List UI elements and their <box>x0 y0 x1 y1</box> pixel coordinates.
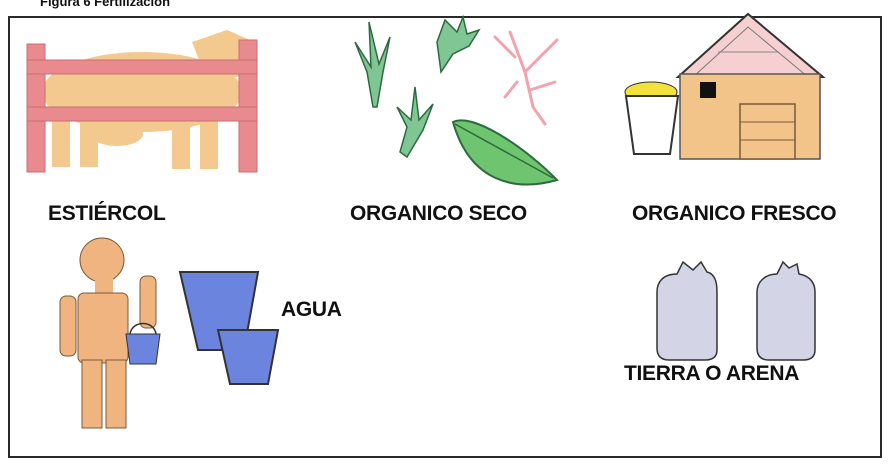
label-fresh-organic: ORGANICO FRESCO <box>632 202 837 225</box>
label-dry-organic: ORGANICO SECO <box>350 202 527 225</box>
figure-title: Figura 6 Fertilización <box>40 0 171 9</box>
label-manure: ESTIÉRCOL <box>48 202 166 225</box>
figure-frame <box>8 16 882 458</box>
cow-icon <box>26 30 258 173</box>
soil-sacks-icon <box>656 260 816 361</box>
person-buckets-icon <box>59 237 280 429</box>
house-bucket-icon <box>624 12 826 160</box>
label-water: AGUA <box>281 298 342 321</box>
label-soil: TIERRA O ARENA <box>624 362 800 385</box>
dry-plants-icon <box>354 14 559 186</box>
